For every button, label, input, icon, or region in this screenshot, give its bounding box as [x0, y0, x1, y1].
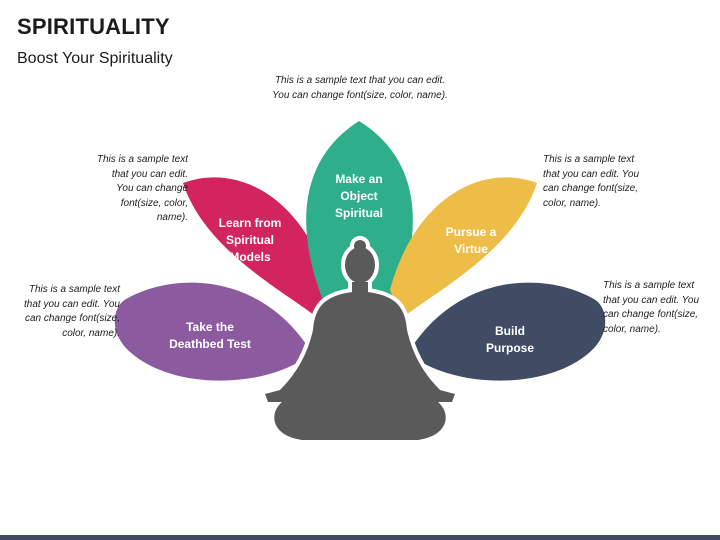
description-models: This is a sample text that you can edit.…: [96, 154, 188, 223]
petal-label-purpose: Build Purpose: [485, 324, 534, 355]
petal-deathbed: [114, 282, 312, 381]
description-object: This is a sample text that you can edit.…: [272, 75, 448, 101]
description-purpose: This is a sample text that you can edit.…: [603, 280, 700, 335]
petal-label-virtue: Pursue a Virtue: [445, 225, 497, 256]
footer-bar: [0, 535, 720, 540]
petal-label-deathbed: Take the Deathbed Test: [169, 320, 251, 351]
petal-purpose: [408, 282, 606, 381]
petal-label-models: Learn from Spiritual Models: [218, 216, 282, 264]
petal-models: [183, 177, 330, 318]
slide-title: SPIRITUALITY: [17, 14, 170, 39]
slide-subtitle: Boost Your Spirituality: [17, 50, 173, 67]
petal-object: [306, 121, 413, 305]
description-virtue: This is a sample text that you can edit.…: [543, 154, 640, 209]
petal-label-object: Make an Object Spiritual: [334, 172, 383, 220]
petal-virtue: [390, 177, 537, 318]
description-deathbed: This is a sample text that you can edit.…: [23, 284, 120, 339]
meditation-silhouette-icon: [261, 236, 459, 444]
